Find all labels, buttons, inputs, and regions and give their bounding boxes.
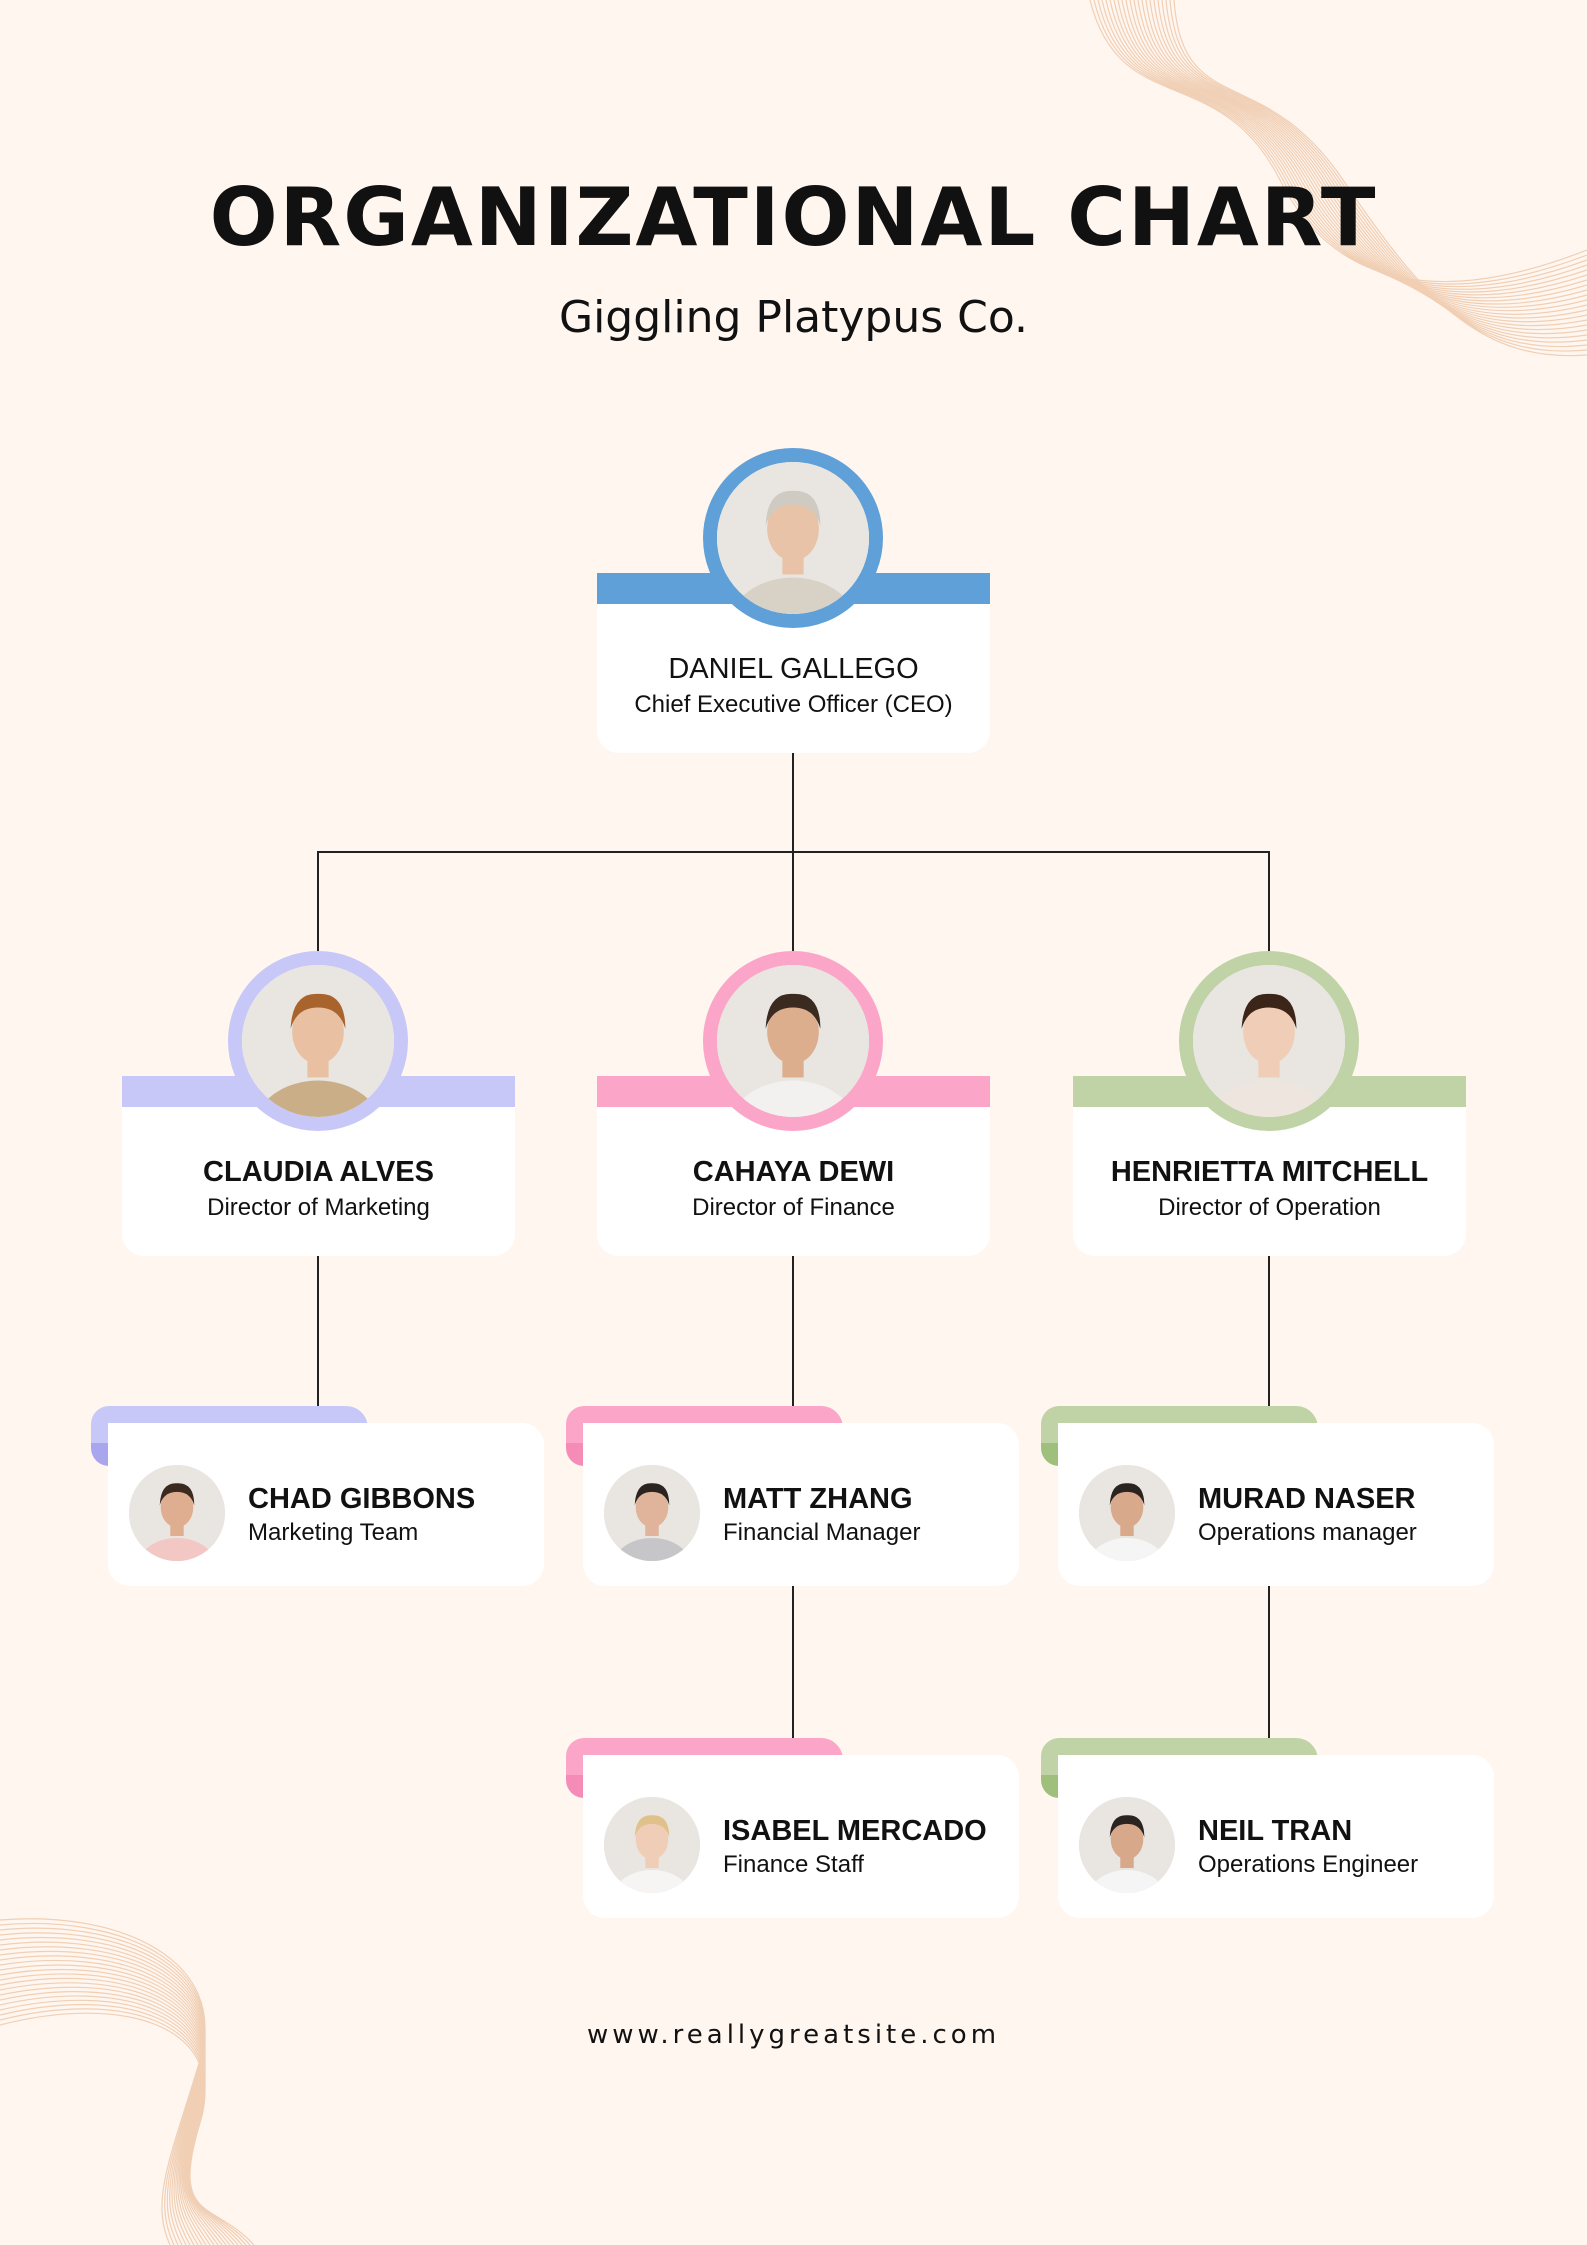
person-photo bbox=[717, 965, 869, 1117]
connector-ceo-down bbox=[792, 753, 794, 853]
staff-card: MURAD NASER Operations manager bbox=[1041, 1406, 1501, 1586]
person-name: HENRIETTA MITCHELL bbox=[1110, 1156, 1429, 1188]
page-title: ORGANIZATIONAL CHART bbox=[209, 171, 1378, 264]
person-photo bbox=[604, 1465, 700, 1561]
connector-to-marketing bbox=[317, 851, 319, 951]
connector-operations-staff bbox=[1268, 1586, 1270, 1741]
decorative-waves-bottom-left bbox=[0, 1918, 255, 2245]
connector-operations-down bbox=[1268, 1256, 1270, 1408]
staff-card: NEIL TRAN Operations Engineer bbox=[1041, 1738, 1501, 1918]
person-photo bbox=[717, 462, 869, 614]
person-role: Financial Manager bbox=[723, 1519, 921, 1546]
person-role: Marketing Team bbox=[248, 1519, 419, 1546]
avatar bbox=[703, 951, 883, 1131]
avatar bbox=[703, 448, 883, 628]
person-role: Finance Staff bbox=[723, 1851, 864, 1878]
person-role: Director of Marketing bbox=[207, 1194, 430, 1221]
website-url: www.reallygreatsite.com bbox=[586, 2020, 1001, 2050]
staff-card: CHAD GIBBONS Marketing Team bbox=[91, 1406, 551, 1586]
person-role: Director of Operation bbox=[1158, 1194, 1381, 1221]
person-photo bbox=[604, 1797, 700, 1893]
company-name: Giggling Platypus Co. bbox=[558, 292, 1029, 343]
staff-card: ISABEL MERCADO Finance Staff bbox=[566, 1738, 1026, 1918]
staff-card: MATT ZHANG Financial Manager bbox=[566, 1406, 1026, 1586]
avatar bbox=[129, 1465, 225, 1561]
connector-to-operations bbox=[1268, 851, 1270, 951]
director-card: CAHAYA DEWI Director of Finance bbox=[597, 951, 990, 1256]
avatar bbox=[228, 951, 408, 1131]
person-photo bbox=[1193, 965, 1345, 1117]
person-role: Operations manager bbox=[1198, 1519, 1417, 1546]
connector-finance-staff bbox=[792, 1586, 794, 1741]
connector-finance-down bbox=[792, 1256, 794, 1408]
director-card: CLAUDIA ALVES Director of Marketing bbox=[122, 951, 515, 1256]
decorative-waves-top-right bbox=[1089, 0, 1587, 357]
person-name: NEIL TRAN bbox=[1198, 1815, 1353, 1847]
person-name: ISABEL MERCADO bbox=[723, 1815, 987, 1847]
person-name: CHAD GIBBONS bbox=[248, 1483, 476, 1515]
connector-marketing-down bbox=[317, 1256, 319, 1408]
person-photo bbox=[1079, 1797, 1175, 1893]
person-photo bbox=[129, 1465, 225, 1561]
person-name: CAHAYA DEWI bbox=[692, 1156, 895, 1188]
person-photo bbox=[1079, 1465, 1175, 1561]
person-role: Director of Finance bbox=[692, 1194, 895, 1221]
director-card: HENRIETTA MITCHELL Director of Operation bbox=[1073, 951, 1466, 1256]
ceo-card: DANIEL GALLEGO Chief Executive Officer (C… bbox=[597, 448, 990, 753]
person-name: MATT ZHANG bbox=[723, 1483, 913, 1515]
connector-to-finance bbox=[792, 851, 794, 951]
avatar bbox=[604, 1465, 700, 1561]
person-name: CLAUDIA ALVES bbox=[203, 1156, 434, 1188]
avatar bbox=[1179, 951, 1359, 1131]
person-role: Chief Executive Officer (CEO) bbox=[634, 691, 953, 718]
avatar bbox=[1079, 1465, 1175, 1561]
avatar bbox=[604, 1797, 700, 1893]
person-name: MURAD NASER bbox=[1198, 1483, 1416, 1515]
person-name: DANIEL GALLEGO bbox=[668, 653, 919, 685]
person-photo bbox=[242, 965, 394, 1117]
person-role: Operations Engineer bbox=[1198, 1851, 1419, 1878]
avatar bbox=[1079, 1797, 1175, 1893]
